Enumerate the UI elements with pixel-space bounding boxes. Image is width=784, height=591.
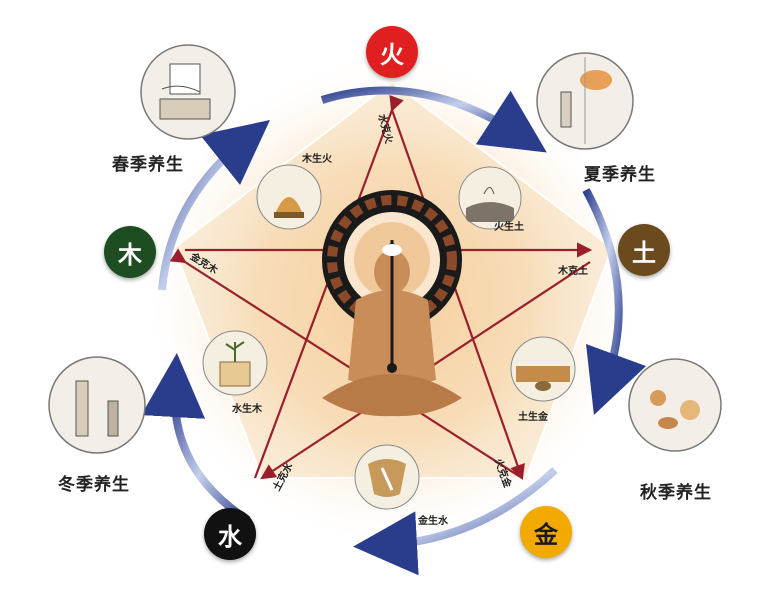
earth-generates-metal-label: 土生金 [518, 412, 548, 423]
spring-label: 春季养生 [112, 155, 184, 175]
generating-cycle-ring [141, 86, 647, 576]
summer-label: 夏季养生 [584, 165, 656, 185]
meditating-figure [322, 240, 462, 417]
metal-water-illustration [354, 444, 420, 510]
fire-earth-illustration [458, 166, 522, 230]
wood-element-label: 木 [118, 239, 142, 269]
winter-scene-illustration [48, 356, 146, 454]
summer-scene-illustration [536, 52, 634, 150]
wood-fire-illustration [256, 164, 322, 230]
earth-element-label: 土 [632, 237, 656, 267]
earth-metal-illustration [510, 336, 576, 402]
water-element-label: 水 [218, 521, 242, 551]
wood-element-circle: 木 [104, 226, 156, 278]
autumn-label: 秋季养生 [640, 483, 712, 503]
water-element-circle: 水 [204, 508, 256, 560]
spring-scene-illustration [140, 44, 236, 140]
water-generates-wood-label: 水生木 [232, 404, 262, 415]
metal-generates-water-label: 金生水 [418, 516, 448, 527]
metal-element-circle: 金 [520, 506, 572, 558]
water-wood-illustration [202, 330, 268, 396]
metal-element-label: 金 [534, 519, 558, 549]
fire-element-label: 火 [380, 39, 404, 69]
wood-controls-earth-label: 木克土 [558, 266, 588, 277]
autumn-scene-illustration [628, 358, 722, 452]
fire-generates-earth-label: 火生土 [494, 222, 524, 233]
fire-element-circle: 火 [366, 26, 418, 78]
wood-generates-fire-label: 木生火 [302, 154, 332, 165]
earth-element-circle: 土 [618, 224, 670, 276]
winter-label: 冬季养生 [58, 475, 130, 495]
